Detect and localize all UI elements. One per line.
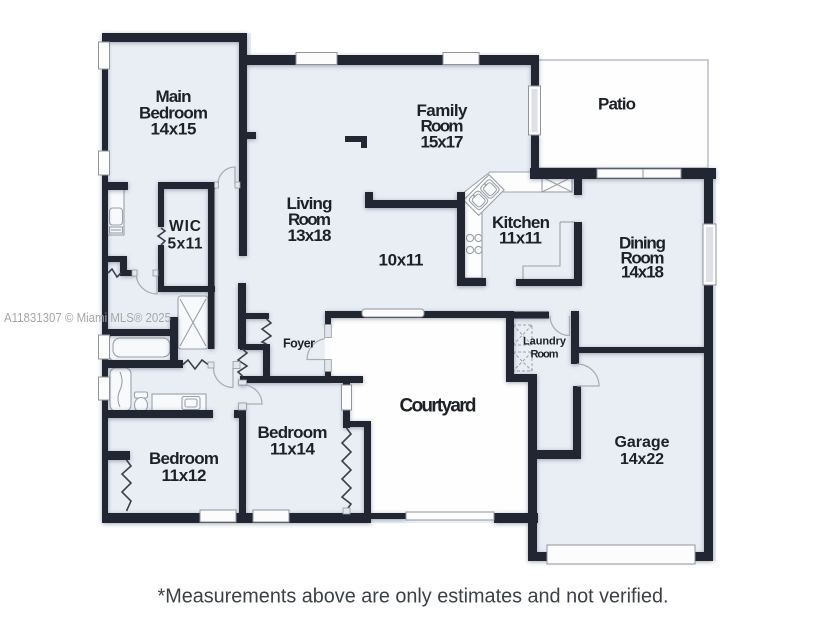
svg-text:Dining: Dining (619, 234, 666, 253)
svg-text:Kitchen: Kitchen (492, 213, 550, 232)
svg-text:14x15: 14x15 (151, 120, 197, 139)
svg-text:Laundry: Laundry (523, 336, 567, 348)
svg-text:11x14: 11x14 (270, 440, 316, 459)
svg-text:Courtyard: Courtyard (400, 396, 477, 417)
svg-text:Room: Room (421, 117, 464, 136)
svg-text:14x22: 14x22 (620, 451, 664, 468)
svg-text:A11831307 © Miami MLS® 2025: A11831307 © Miami MLS® 2025 (4, 311, 171, 325)
svg-text:Bedroom: Bedroom (149, 449, 219, 468)
svg-text:14x18: 14x18 (621, 263, 664, 282)
svg-text:Room: Room (531, 349, 559, 361)
svg-text:WIC: WIC (169, 218, 201, 235)
svg-text:Garage: Garage (615, 434, 670, 451)
svg-text:Room: Room (288, 210, 331, 229)
svg-text:Living: Living (287, 194, 333, 213)
svg-text:15x17: 15x17 (421, 132, 464, 151)
svg-text:5x11: 5x11 (168, 235, 203, 252)
svg-text:Bedroom: Bedroom (139, 104, 208, 123)
svg-text:*Measurements above are only e: *Measurements above are only estimates a… (158, 586, 669, 608)
svg-text:10x11: 10x11 (379, 251, 424, 270)
svg-text:11x12: 11x12 (162, 466, 207, 485)
svg-text:Family: Family (417, 101, 469, 120)
svg-text:11x11: 11x11 (499, 229, 542, 248)
svg-text:Main: Main (156, 87, 192, 106)
svg-text:Foyer: Foyer (283, 337, 315, 351)
svg-text:Patio: Patio (598, 95, 636, 114)
svg-text:13x18: 13x18 (288, 226, 332, 245)
svg-text:Room: Room (621, 249, 665, 268)
svg-text:Bedroom: Bedroom (258, 423, 328, 442)
